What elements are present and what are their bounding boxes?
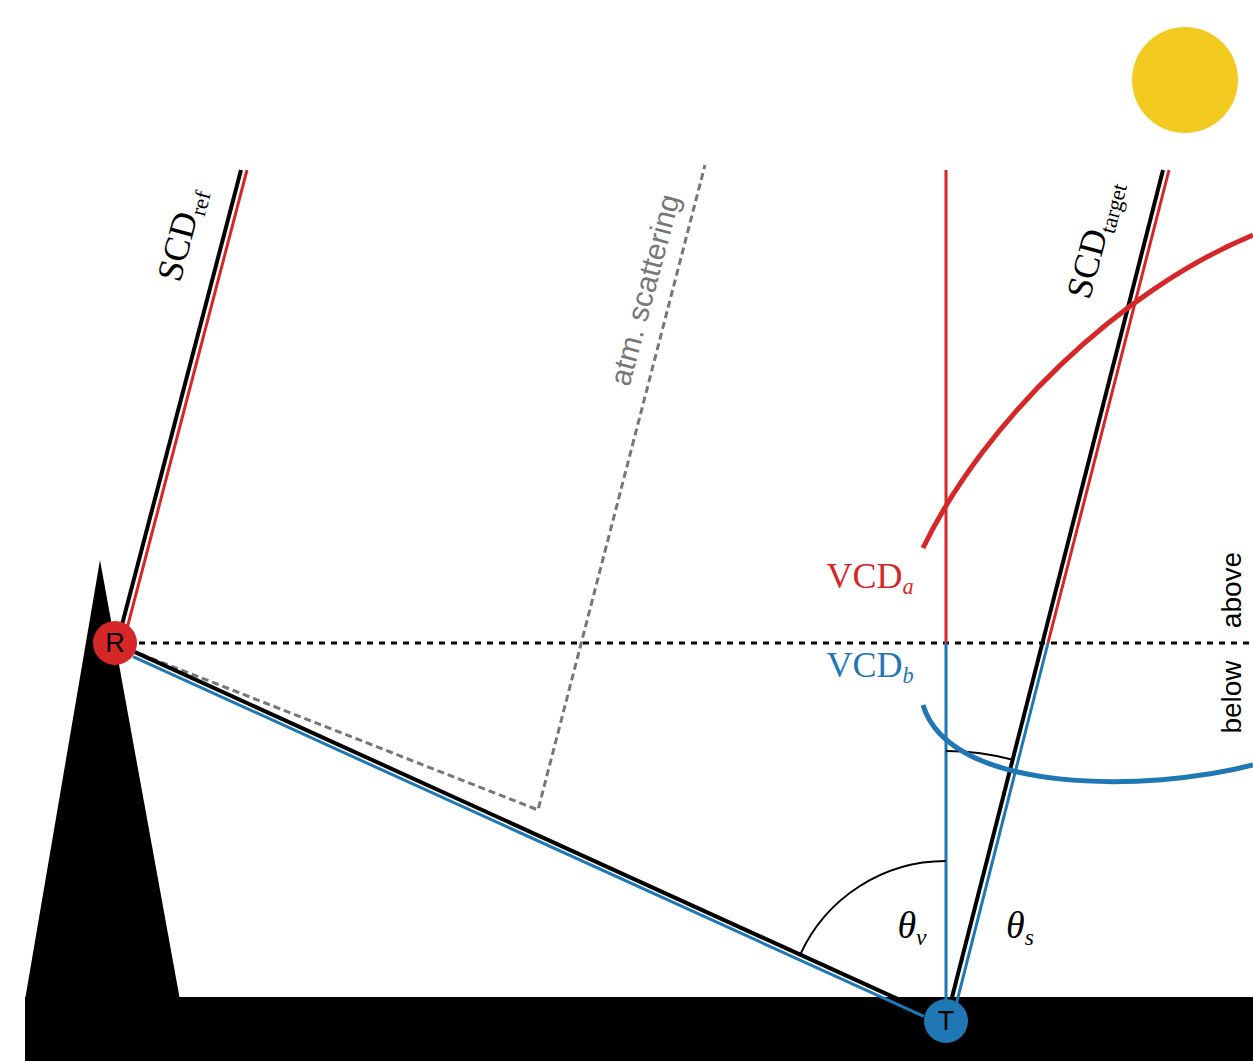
angle-arc — [800, 861, 946, 955]
target-path-above — [1048, 170, 1169, 643]
scattering-label: atm. scattering — [605, 189, 686, 391]
angle-label: θv — [895, 906, 928, 950]
bracket-arc — [923, 705, 1253, 782]
region-label: above — [1218, 550, 1246, 630]
altitude-line — [115, 642, 1253, 645]
ref-path — [118, 170, 241, 640]
angle-label: θs — [1004, 906, 1036, 950]
ref-path-above — [124, 170, 247, 640]
target-point: T — [924, 999, 968, 1043]
vertical-below — [945, 643, 948, 1005]
vertical-column-label: VCDa — [824, 558, 915, 599]
reference-point: R — [93, 621, 137, 665]
target-path-below — [952, 643, 1048, 1021]
vertical-column-label: VCDb — [824, 647, 915, 688]
ground — [25, 997, 1253, 1061]
light-path — [133, 657, 924, 1017]
slant-column-label: SCDref — [150, 182, 215, 288]
sun — [1132, 27, 1238, 133]
vertical-above — [945, 170, 948, 643]
scattering-path — [120, 165, 705, 810]
region-label: below — [1218, 658, 1246, 735]
slant-column-label: SCDtarget — [1060, 175, 1132, 306]
mountain — [25, 560, 180, 1000]
point-letter: T — [938, 1008, 955, 1035]
target-path — [946, 170, 1163, 1021]
point-letter: R — [105, 630, 125, 657]
light-path — [135, 652, 926, 1012]
